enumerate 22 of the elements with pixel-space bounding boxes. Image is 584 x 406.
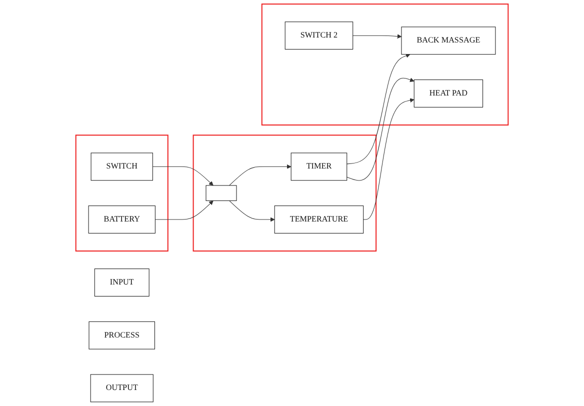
- cluster: [75, 134, 168, 252]
- arrow: [346, 54, 410, 164]
- cluster: [192, 134, 377, 252]
- arrow: [352, 34, 402, 39]
- node-box: BATTERY: [88, 206, 156, 234]
- node-box: TIMER: [290, 152, 348, 181]
- arrow: [152, 166, 214, 186]
- node-box: INPUT: [94, 268, 150, 296]
- node-box: BACK MASSAGE: [401, 26, 496, 55]
- arrow: [154, 200, 214, 220]
- node-box: SWITCH: [90, 152, 153, 181]
- node-box: TEMPERATURE: [274, 206, 364, 234]
- cluster: [261, 4, 509, 126]
- node-box: [206, 185, 237, 201]
- node-box: OUTPUT: [90, 374, 154, 402]
- node-box: SWITCH 2: [284, 22, 354, 50]
- arrow: [229, 164, 292, 186]
- arrow: [363, 98, 414, 220]
- arrow: [229, 200, 275, 222]
- node-box: HEAT PAD: [414, 80, 484, 108]
- node-box: PROCESS: [88, 321, 155, 350]
- arrow: [346, 78, 414, 181]
